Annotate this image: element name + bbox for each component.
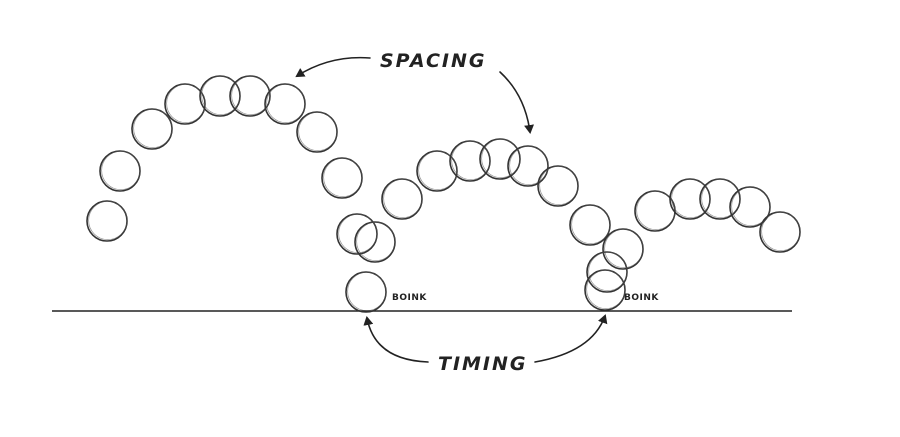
ball-sketch-stroke [539,165,579,205]
ball-sketch-stroke [451,140,491,180]
timing-label: TIMING [438,353,528,375]
ball-sketch-stroke [701,178,741,218]
ball-sketch-stroke [356,221,396,261]
spacing-arrow-left [295,56,371,78]
ball-sketch-stroke [201,75,241,115]
ball-sketch-stroke [166,83,206,123]
spacing-label: SPACING [380,50,487,72]
ball-sketch-stroke [671,178,711,218]
ball-sketch-stroke [418,150,458,190]
ball-sketch-stroke [133,108,173,148]
ball-sketch-stroke [571,204,611,244]
ball-sketch-stroke [101,150,141,190]
ball-sketch-stroke [636,190,676,230]
spacing-arrow-right [499,71,535,134]
timing-arrow-right [534,314,608,363]
ball-sketch-stroke [231,75,271,115]
ball-positions [86,75,801,313]
boink-label-first: BOINK [392,293,427,303]
ball-sketch-stroke [481,138,521,178]
ball-sketch-stroke [298,111,338,151]
ball-sketch-stroke [731,186,771,226]
ball-sketch-stroke [509,145,549,185]
ball-sketch-stroke [347,271,387,311]
ball-sketch-stroke [383,178,423,218]
boink-label-second: BOINK [624,293,659,303]
ball-sketch-stroke [586,269,626,309]
ball-sketch-stroke [88,200,128,240]
ball-sketch-stroke [323,157,363,197]
ball-sketch-stroke [266,83,306,123]
ball-sketch-stroke [761,211,801,251]
ball-sketch-stroke [604,228,644,268]
timing-arrow-left [363,316,429,363]
ball-sketch-stroke [588,251,628,291]
